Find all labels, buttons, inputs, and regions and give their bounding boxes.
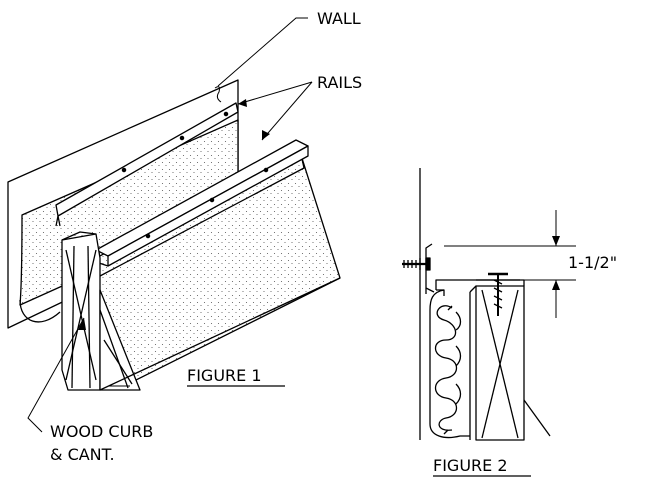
wall-screw-icon xyxy=(402,257,431,271)
wall-squiggle xyxy=(214,86,222,103)
section-insulation-membrane xyxy=(429,289,470,439)
wall-leader xyxy=(217,17,308,87)
section-curb-rail xyxy=(435,279,525,290)
figure-2-title: FIGURE 2 xyxy=(433,456,508,475)
wood-curb-label: WOOD CURB xyxy=(50,422,153,441)
section-wood-curb xyxy=(475,285,525,441)
figure-1-title: FIGURE 1 xyxy=(187,366,262,385)
figure-1-drawing xyxy=(7,79,341,391)
cant-label: & CANT. xyxy=(50,445,115,464)
dimension-lines xyxy=(444,210,576,318)
curb-leader xyxy=(27,317,85,433)
curb-screw-icon xyxy=(488,272,508,316)
figure-2-drawing xyxy=(402,168,551,441)
rails-arrow-2 xyxy=(262,130,270,140)
wall-rail xyxy=(55,102,239,217)
rails-leader-1 xyxy=(237,81,313,105)
section-insulation xyxy=(434,305,458,431)
rails-leader-2 xyxy=(261,81,313,141)
rails-arrow-1 xyxy=(238,99,247,107)
figure-1-leaders xyxy=(27,17,313,433)
dimension-arrow-bottom xyxy=(552,280,560,290)
dimension-arrow-top xyxy=(552,236,560,246)
rails-label: RAILS xyxy=(317,73,362,92)
wall-label: WALL xyxy=(317,9,361,28)
wood-cant-end xyxy=(99,289,141,391)
dimension-label: 1-1/2" xyxy=(568,253,617,272)
curb-arrow xyxy=(78,318,86,330)
